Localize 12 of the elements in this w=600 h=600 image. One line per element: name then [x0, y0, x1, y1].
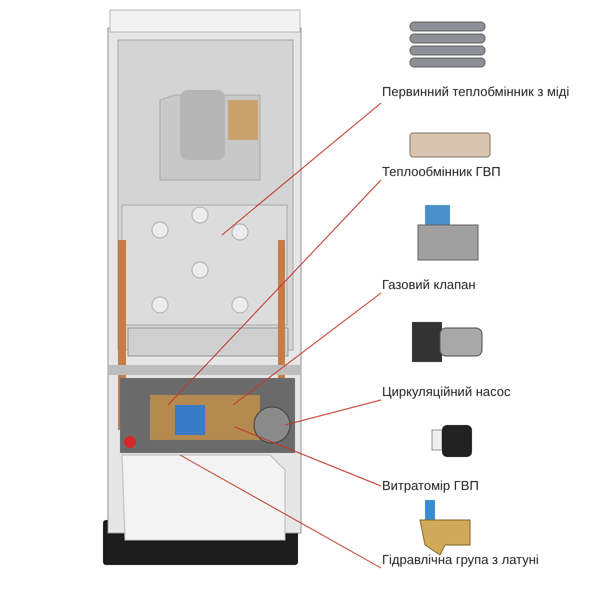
leader-line: [222, 102, 382, 236]
part-label: Витратомір ГВП: [382, 478, 587, 494]
leader-line: [284, 400, 382, 426]
part-label: Циркуляційний насос: [382, 384, 587, 400]
leader-line: [168, 180, 382, 406]
part-label: Первинний теплобмінник з міді: [382, 84, 587, 100]
part-label: Гідравлічна група з латуні: [382, 552, 587, 568]
part-label: Теплообмінник ГВП: [382, 164, 587, 180]
leader-line: [232, 292, 382, 406]
leader-line: [234, 426, 382, 486]
part-label: Газовий клапан: [382, 277, 587, 293]
leader-line: [180, 454, 382, 568]
